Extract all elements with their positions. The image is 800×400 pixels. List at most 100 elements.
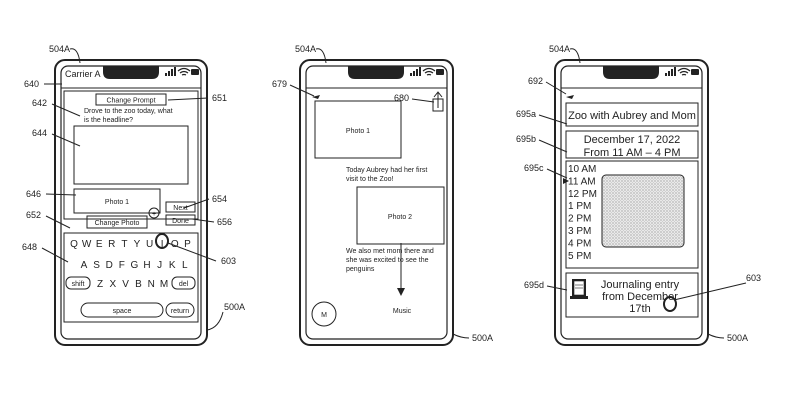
add-photo-button[interactable]: + [148,207,160,219]
svg-text:Change Photo: Change Photo [95,220,140,227]
ref-695d: 695d [524,280,544,290]
ref-500a-left: 500A [224,302,245,312]
key-g-key[interactable]: G [131,260,139,271]
notch [103,66,159,79]
headline-input[interactable] [73,125,189,185]
key-z-key[interactable]: Z [97,279,103,290]
story-photo-2[interactable]: Photo 2 [356,186,445,245]
key-r-key[interactable]: R [108,239,115,250]
photo-slot[interactable]: Photo 1 [73,188,161,214]
done-button[interactable]: Done [165,214,196,226]
svg-text:del: del [179,281,189,288]
phone-left: Carrier A Change Prompt Drove to the zoo… [54,59,208,346]
ref-692: 692 [528,76,543,86]
key-y-key[interactable]: Y [134,239,141,250]
key-t-key[interactable]: T [121,239,127,250]
journal-book-icon [570,279,588,299]
key-u-key[interactable]: U [146,239,153,250]
ref-504a-mid: 504A [295,44,316,54]
story-text-2-line2: she was excited to see the [346,257,429,264]
ref-640: 640 [24,79,39,89]
svg-text:M: M [321,312,327,319]
key-a-key[interactable]: A [81,260,88,271]
story-photo-1[interactable]: Photo 1 [314,100,402,159]
svg-text:shift: shift [72,281,85,288]
svg-text:+: + [152,211,156,218]
ref-648: 648 [22,242,37,252]
wifi-icon [177,67,191,76]
key-e-key[interactable]: E [96,239,103,250]
key-n-key[interactable]: N [148,279,155,290]
shift-key[interactable]: shift [65,276,91,290]
ref-695c: 695c [524,163,544,173]
key-i-key[interactable]: I [161,239,164,250]
journal-entry-card[interactable]: Journaling entry from December 17th [565,272,699,318]
share-icon[interactable] [432,91,444,112]
event-date-box[interactable]: December 17, 2022 From 11 AM – 4 PM [565,130,699,159]
phone-right: Zoo with Aubrey and Mom December 17, 202… [554,59,709,346]
svg-text:from December: from December [602,291,678,303]
svg-text:Next: Next [173,205,187,212]
signal-icon [165,67,176,76]
change-photo-button[interactable]: Change Photo [86,215,148,229]
key-f-key[interactable]: F [119,260,125,271]
svg-text:From 11 AM – 4 PM: From 11 AM – 4 PM [584,147,681,159]
phone-left-frame [54,59,208,346]
back-arrow-icon[interactable] [566,95,574,99]
key-o-key[interactable]: O [171,239,179,250]
signal-icon [410,67,421,76]
next-button[interactable]: Next [165,201,196,213]
key-w-key[interactable]: W [82,239,92,250]
ref-652: 652 [26,210,41,220]
ref-651: 651 [212,93,227,103]
phone-right-frame [554,59,709,346]
ref-500a-right: 500A [727,333,748,343]
ref-500a-mid: 500A [472,333,493,343]
avatar[interactable]: M [311,301,337,327]
svg-text:space: space [113,308,132,315]
event-title-box[interactable]: Zoo with Aubrey and Mom [565,102,699,127]
time-label: 3 PM [568,226,591,237]
delete-key[interactable]: del [171,276,196,290]
key-h-key[interactable]: H [143,260,150,271]
ref-695a: 695a [516,109,536,119]
key-q-key[interactable]: Q [70,239,78,250]
key-s-key[interactable]: S [93,260,100,271]
notch [348,66,404,79]
svg-text:return: return [171,308,189,315]
key-m-key[interactable]: M [160,279,168,290]
time-label: 10 AM [568,164,596,175]
labels-right: 504A 692 695a 695b 695c 695d 603 500A [516,44,761,343]
notch [603,66,659,79]
battery-icon [691,69,699,75]
change-prompt-button[interactable]: Change Prompt [95,93,167,106]
svg-text:Journaling entry: Journaling entry [601,279,680,291]
ref-504a-right: 504A [549,44,570,54]
signal-icon [665,67,676,76]
key-k-key[interactable]: K [169,260,176,271]
labels-mid: 504A 679 680 500A [272,44,493,343]
current-time-marker-icon [563,178,569,184]
ref-654: 654 [212,194,227,204]
key-d-key[interactable]: D [106,260,113,271]
event-block[interactable] [601,174,685,248]
key-x-key[interactable]: X [109,279,116,290]
back-arrow-icon[interactable] [312,95,320,99]
time-label: 12 PM [568,189,597,200]
phone-mid: Photo 1 Today Aubrey had her first visit… [299,59,454,346]
return-key[interactable]: return [165,302,195,318]
story-text-1-line2: visit to the Zoo! [346,176,394,183]
journal-panel [63,90,199,220]
key-l-key[interactable]: L [182,260,188,271]
ref-646: 646 [26,189,41,199]
key-p-key[interactable]: P [184,239,191,250]
keyboard [63,232,199,323]
music-button[interactable]: Music [393,308,412,315]
story-text-2-line1: We also met mom there and [346,248,434,255]
space-key[interactable]: space [80,302,164,318]
key-v-key[interactable]: V [122,279,129,290]
key-j-key[interactable]: J [157,260,162,271]
key-b-key[interactable]: B [135,279,142,290]
